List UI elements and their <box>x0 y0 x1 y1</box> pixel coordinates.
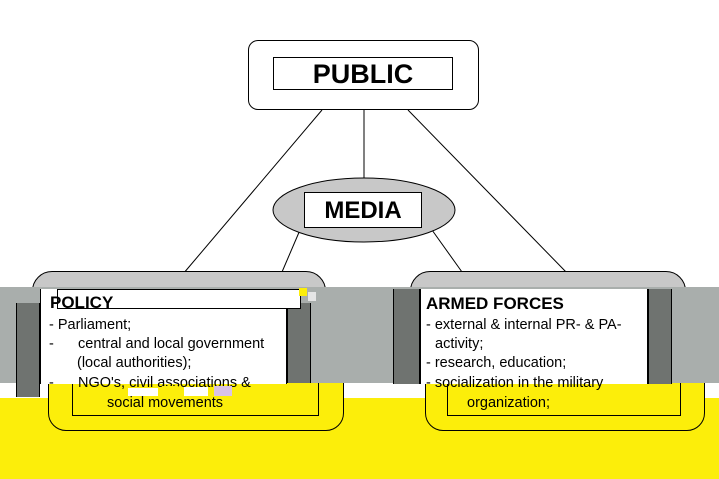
glitch-artifact-icon <box>128 384 238 398</box>
policy-item-5: social movements <box>107 395 224 411</box>
policy-right-stripe <box>287 303 311 383</box>
armed-forces-panel <box>420 289 648 384</box>
armed-forces-item-5: organization; <box>467 395 551 411</box>
policy-title: POLICY <box>50 293 114 312</box>
line-media-to-policy <box>281 229 301 273</box>
armed-forces-right-stripe <box>648 289 672 384</box>
armed-forces-item-1: - external & internal PR- & PA- <box>426 317 622 333</box>
media-label: MEDIA <box>304 192 422 228</box>
armed-forces-item-3: - research, education; <box>426 355 567 371</box>
glitch-artifact-icon <box>289 288 321 302</box>
armed-forces-left-stripe <box>393 289 420 384</box>
armed-forces-item-2: activity; <box>435 336 484 352</box>
policy-item-3: (local authorities); <box>77 355 192 371</box>
policy-title-box <box>57 289 301 309</box>
armed-forces-title: ARMED FORCES <box>426 294 564 313</box>
line-public-to-policy <box>182 109 323 275</box>
policy-item-1: - Parliament; <box>49 317 132 333</box>
armed-forces-item-4: - socialization in the military <box>426 375 604 391</box>
public-label: PUBLIC <box>273 57 453 90</box>
line-public-to-armed-forces <box>407 109 569 275</box>
policy-item-2: - central and local government <box>49 336 265 352</box>
policy-left-stripe <box>16 303 40 397</box>
line-media-to-armed-forces <box>431 229 463 273</box>
